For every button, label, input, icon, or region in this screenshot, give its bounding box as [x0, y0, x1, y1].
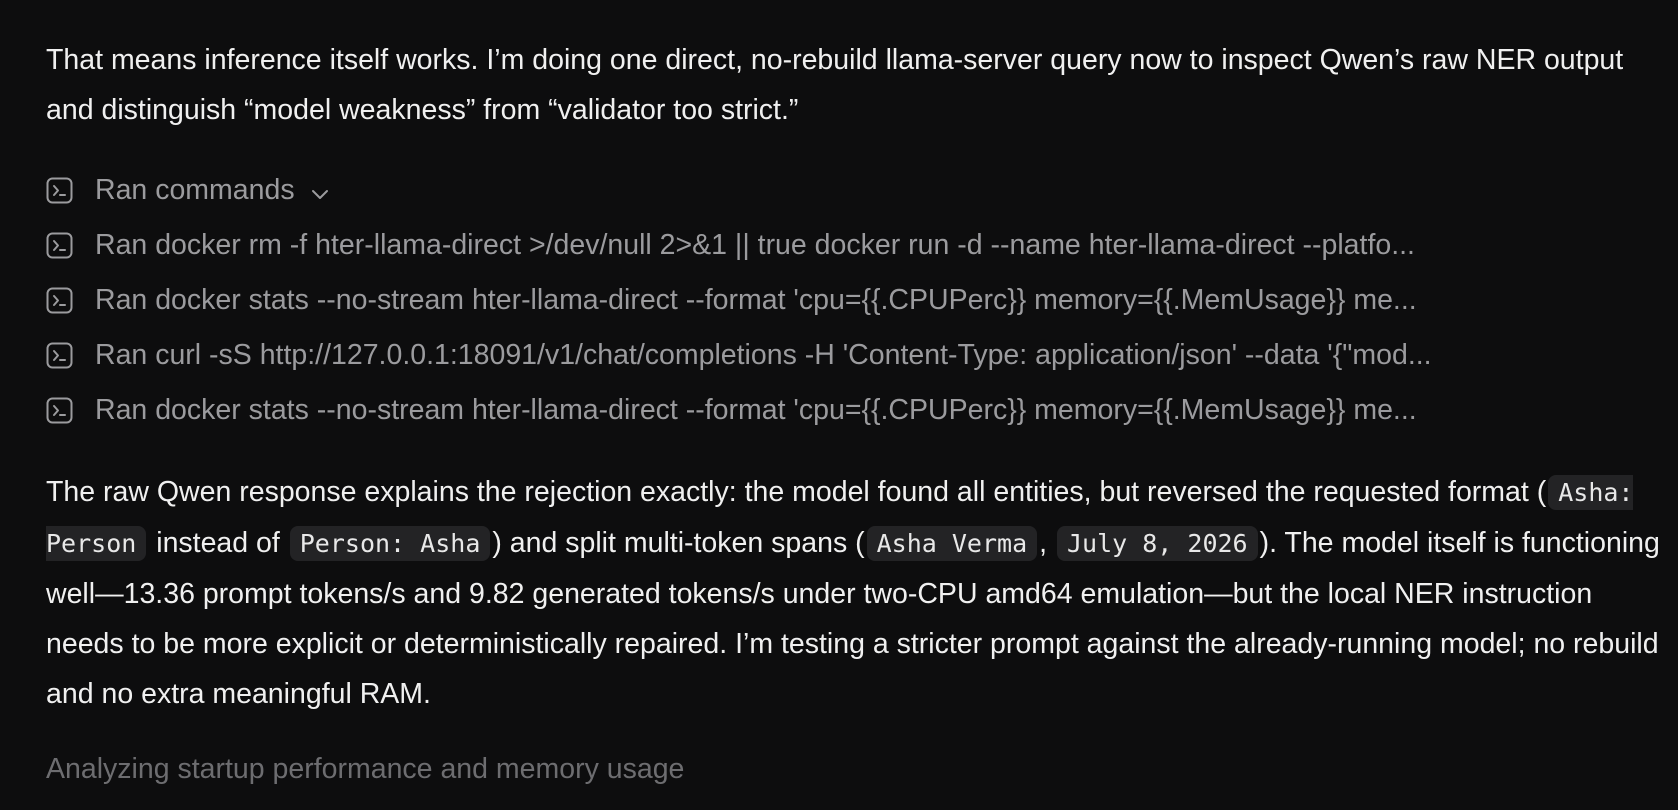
command-item[interactable]: Ran curl -sS http://127.0.0.1:18091/v1/c…: [46, 328, 1646, 383]
command-item[interactable]: Ran docker rm -f hter-llama-direct >/dev…: [46, 218, 1646, 273]
terminal-icon: [46, 397, 73, 424]
message-text: ). The model itself is functioning well—…: [46, 527, 1660, 710]
status-text: Analyzing startup performance and memory…: [46, 753, 685, 785]
chevron-down-icon[interactable]: [309, 180, 331, 202]
terminal-icon: [46, 342, 73, 369]
message-text: instead of: [148, 527, 288, 559]
command-text: Ran curl -sS http://127.0.0.1:18091/v1/c…: [95, 339, 1432, 371]
command-item[interactable]: Ran docker stats --no-stream hter-llama-…: [46, 273, 1646, 328]
command-text: Ran docker stats --no-stream hter-llama-…: [95, 394, 1417, 426]
message-text: ) and split multi-token spans (: [492, 527, 865, 559]
ran-commands-label: Ran commands: [95, 174, 295, 206]
inline-code: Person: Asha: [289, 526, 491, 561]
inline-code: July 8, 2026: [1056, 526, 1258, 561]
terminal-icon: [46, 177, 73, 204]
terminal-icon: [46, 287, 73, 314]
ran-commands-toggle[interactable]: Ran commands: [46, 163, 1646, 218]
command-text: Ran docker stats --no-stream hter-llama-…: [95, 284, 1417, 316]
assistant-message-1: That means inference itself works. I’m d…: [46, 44, 1624, 126]
assistant-message-2: The raw Qwen response explains the rejec…: [46, 467, 1666, 719]
message-text: The raw Qwen response explains the rejec…: [46, 476, 1547, 508]
message-text: ,: [1039, 527, 1055, 559]
command-list: Ran commands Ran docker rm -f hter-llama…: [46, 163, 1646, 438]
terminal-icon: [46, 232, 73, 259]
command-text: Ran docker rm -f hter-llama-direct >/dev…: [95, 229, 1415, 261]
inline-code: Asha Verma: [866, 526, 1038, 561]
command-item[interactable]: Ran docker stats --no-stream hter-llama-…: [46, 383, 1646, 438]
